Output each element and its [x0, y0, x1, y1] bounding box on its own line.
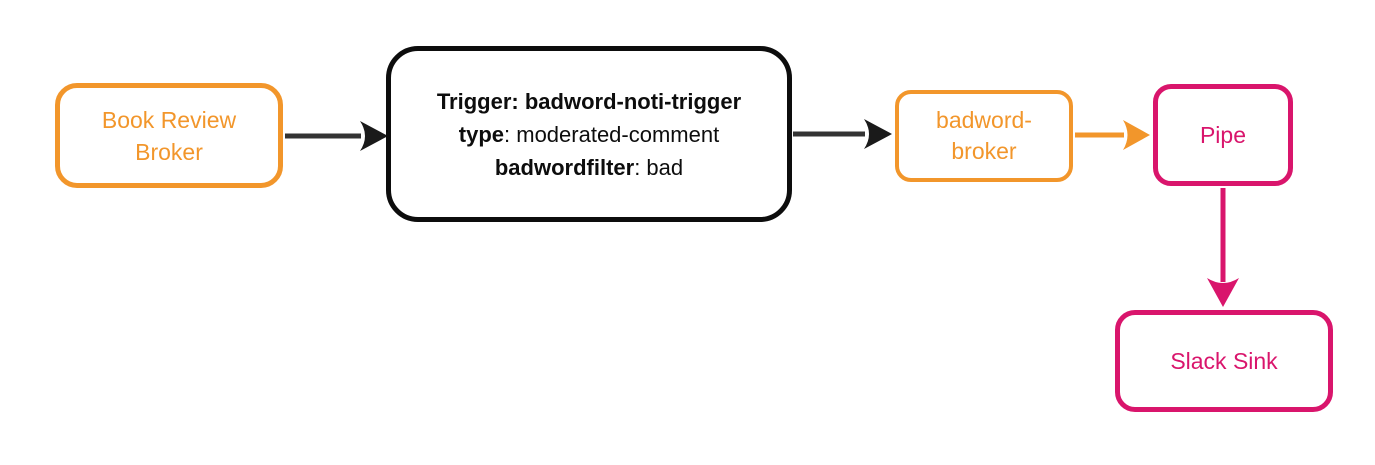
node-pipe: Pipe — [1153, 84, 1293, 186]
node-badword-broker: badword-broker — [895, 90, 1073, 182]
edge-trigger-to-badword-broker — [793, 119, 892, 149]
trigger-value: : moderated-comment — [504, 121, 720, 147]
trigger-key: Trigger: badword-noti-trigger — [436, 88, 742, 114]
trigger-line-1: Trigger: badword-noti-trigger — [437, 85, 741, 118]
trigger-line-3: badwordfilter: bad — [495, 151, 683, 184]
arrowhead — [1207, 278, 1239, 307]
node-label: Pipe — [1199, 121, 1247, 148]
trigger-key: type — [458, 121, 505, 147]
edge-pipe-to-slack-sink — [1207, 188, 1239, 307]
arrowhead — [1123, 120, 1150, 150]
arrowhead — [864, 119, 892, 149]
node-label: badword-broker — [936, 107, 1032, 164]
edge-book-review-broker-to-trigger — [285, 121, 388, 151]
edge-badword-broker-to-pipe — [1075, 120, 1150, 150]
arrowhead — [360, 121, 388, 151]
node-book-review-broker: Book Review Broker — [55, 83, 283, 188]
trigger-key: badwordfilter — [494, 154, 635, 180]
node-trigger-filter: Trigger: badword-noti-trigger type: mode… — [386, 46, 792, 222]
node-label: Slack Sink — [1170, 347, 1278, 374]
trigger-value: : bad — [634, 154, 684, 180]
node-slack-sink: Slack Sink — [1115, 310, 1333, 412]
trigger-line-2: type: moderated-comment — [459, 118, 719, 151]
node-label: Book Review Broker — [101, 106, 237, 165]
